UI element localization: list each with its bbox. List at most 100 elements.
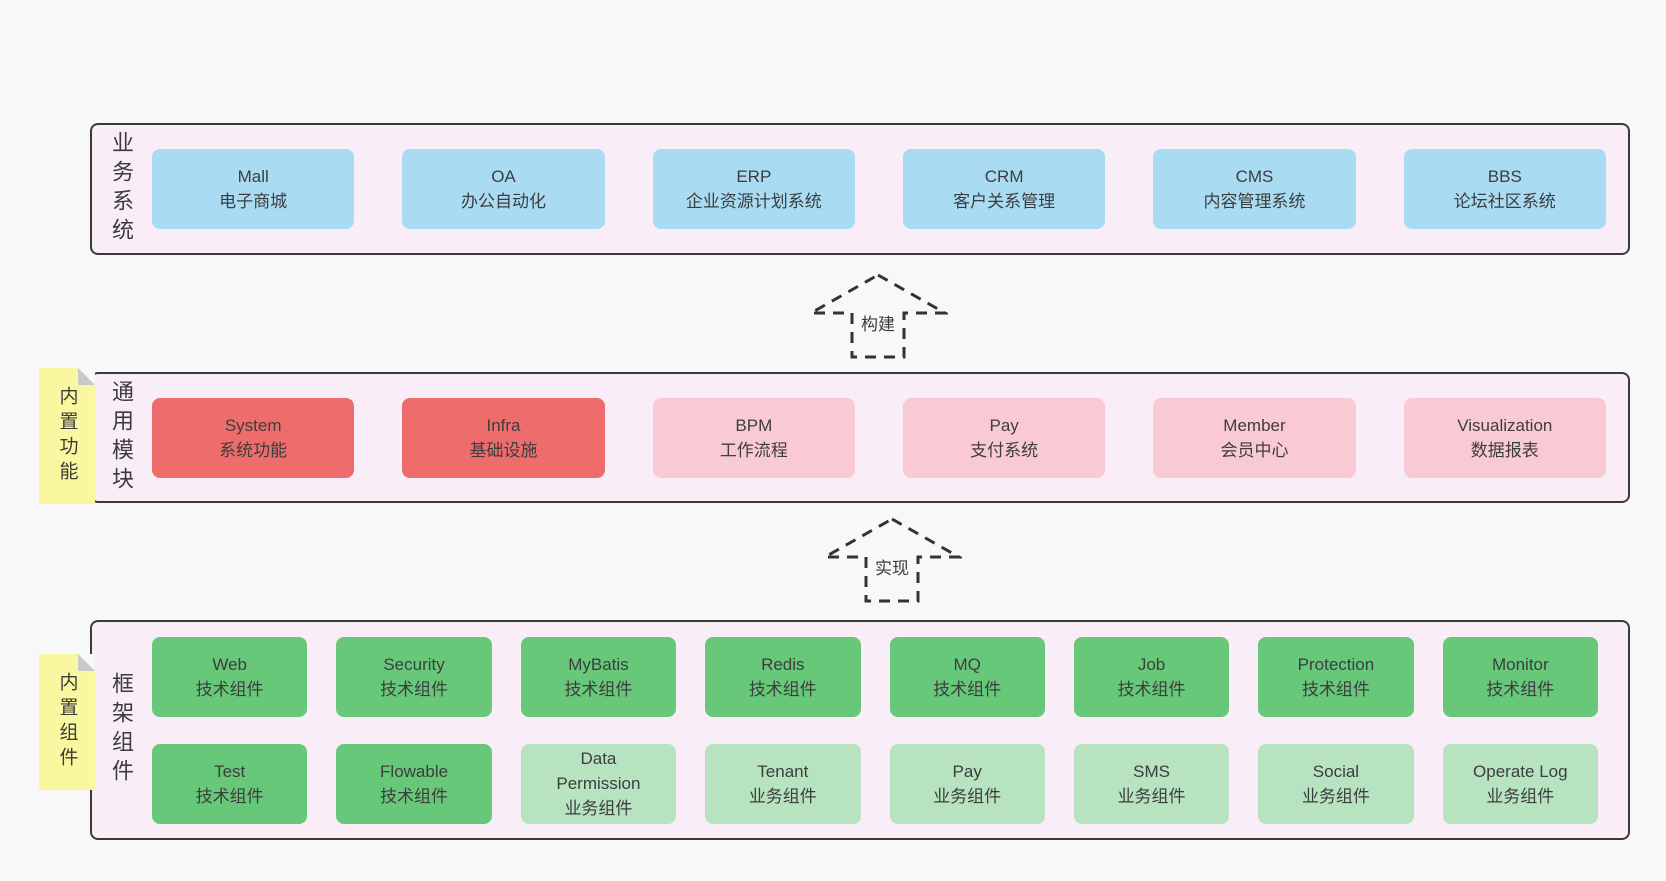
box-erp-name: ERP bbox=[736, 167, 772, 186]
box-job: Job 技术组件 bbox=[1073, 636, 1230, 717]
arrow-implement-label: 实现 bbox=[871, 554, 913, 579]
box-infra: Infra 基础设施 bbox=[402, 397, 605, 478]
arrow-implement-shape bbox=[819, 517, 965, 603]
band-business-systems-label-text: 业务系统 bbox=[109, 131, 134, 247]
box-member: Member 会员中心 bbox=[1153, 397, 1356, 478]
box-bbs: BBS 论坛社区系统 bbox=[1403, 149, 1606, 229]
box-test: Test 技术组件 bbox=[152, 743, 308, 824]
box-protection: Protection 技术组件 bbox=[1258, 636, 1414, 717]
box-cms-desc: 内容管理系统 bbox=[1203, 192, 1306, 211]
box-pay-component-name: Pay bbox=[952, 761, 982, 781]
sticky-built-in-components-text: 内置组件 bbox=[56, 672, 78, 772]
box-mq-desc: 技术组件 bbox=[933, 679, 1002, 699]
box-operate-log-name: Operate Log bbox=[1473, 761, 1568, 781]
box-crm: CRM 客户关系管理 bbox=[902, 149, 1106, 229]
box-mybatis-name: MyBatis bbox=[568, 654, 629, 674]
box-mq-name: MQ bbox=[953, 654, 981, 674]
box-pay-component-desc: 业务组件 bbox=[933, 786, 1002, 806]
box-pay: Pay 支付系统 bbox=[902, 397, 1106, 478]
box-monitor-name: Monitor bbox=[1491, 654, 1549, 674]
box-visualization: Visualization 数据报表 bbox=[1403, 397, 1606, 478]
box-redis: Redis 技术组件 bbox=[705, 636, 861, 717]
box-erp-desc: 企业资源计划系统 bbox=[685, 192, 822, 211]
box-operate-log-desc: 业务组件 bbox=[1486, 786, 1555, 806]
band-common-modules: 通用模块 System 系统功能 Infra 基础设施 BPM 工作流程 Pay… bbox=[90, 372, 1630, 503]
band-common-modules-label-text: 通用模块 bbox=[109, 379, 134, 496]
box-sms-desc: 业务组件 bbox=[1117, 786, 1186, 806]
box-pay-component: Pay 业务组件 bbox=[889, 743, 1045, 824]
box-operate-log: Operate Log 业务组件 bbox=[1442, 743, 1598, 824]
box-bpm: BPM 工作流程 bbox=[652, 397, 855, 478]
box-job-desc: 技术组件 bbox=[1117, 679, 1186, 699]
box-monitor: Monitor 技术组件 bbox=[1442, 636, 1598, 717]
box-redis-desc: 技术组件 bbox=[748, 679, 817, 699]
box-bbs-name: BBS bbox=[1487, 167, 1522, 186]
box-mybatis: MyBatis 技术组件 bbox=[520, 636, 677, 717]
box-member-name: Member bbox=[1223, 415, 1286, 435]
box-mall-name: Mall bbox=[237, 167, 269, 186]
sticky-built-in-components: 内置组件 bbox=[39, 654, 95, 790]
band-common-modules-label: 通用模块 bbox=[92, 374, 150, 501]
box-member-desc: 会员中心 bbox=[1220, 440, 1289, 460]
box-bpm-desc: 工作流程 bbox=[719, 440, 788, 460]
band-business-systems: 业务系统 Mall 电子商城 OA 办公自动化 ERP 企业资源计划系统 CRM… bbox=[90, 123, 1630, 255]
box-bbs-desc: 论坛社区系统 bbox=[1453, 192, 1556, 211]
box-cms: CMS 内容管理系统 bbox=[1153, 149, 1356, 229]
band-business-systems-row: Mall 电子商城 OA 办公自动化 ERP 企业资源计划系统 CRM 客户关系… bbox=[150, 125, 1628, 253]
box-protection-name: Protection bbox=[1297, 654, 1375, 674]
box-infra-desc: 基础设施 bbox=[469, 440, 538, 460]
band-framework-components-label-text: 框架组件 bbox=[109, 672, 134, 788]
box-web: Web 技术组件 bbox=[152, 636, 308, 717]
box-cms-name: CMS bbox=[1235, 167, 1274, 186]
box-oa: OA 办公自动化 bbox=[402, 149, 605, 229]
box-monitor-desc: 技术组件 bbox=[1486, 679, 1555, 699]
box-visualization-name: Visualization bbox=[1457, 415, 1553, 435]
box-oa-name: OA bbox=[491, 167, 516, 186]
box-crm-desc: 客户关系管理 bbox=[953, 192, 1056, 211]
box-test-name: Test bbox=[214, 761, 246, 781]
box-social-desc: 业务组件 bbox=[1301, 786, 1370, 806]
band-business-systems-label: 业务系统 bbox=[92, 125, 150, 253]
box-pay-desc: 支付系统 bbox=[970, 440, 1039, 460]
box-crm-name: CRM bbox=[984, 167, 1024, 186]
arrow-build-shape bbox=[805, 273, 951, 359]
box-tenant-desc: 业务组件 bbox=[748, 786, 817, 806]
arrow-implement: 实现 bbox=[819, 516, 965, 604]
box-test-desc: 技术组件 bbox=[195, 786, 264, 806]
box-sms-name: SMS bbox=[1133, 761, 1170, 781]
box-social: Social 业务组件 bbox=[1258, 743, 1414, 824]
sticky-built-in-features: 内置功能 bbox=[39, 368, 95, 504]
box-flowable: Flowable 技术组件 bbox=[336, 743, 492, 824]
box-data-permission-desc: 业务组件 bbox=[564, 799, 633, 818]
box-mybatis-desc: 技术组件 bbox=[564, 679, 633, 699]
box-pay-name: Pay bbox=[989, 415, 1019, 435]
band-common-modules-row: System 系统功能 Infra 基础设施 BPM 工作流程 Pay 支付系统… bbox=[150, 374, 1628, 501]
box-system-desc: 系统功能 bbox=[219, 440, 288, 460]
box-oa-desc: 办公自动化 bbox=[460, 192, 546, 211]
band-framework-components-label: 框架组件 bbox=[92, 622, 150, 838]
arrow-build: 构建 bbox=[805, 272, 951, 360]
box-infra-name: Infra bbox=[486, 415, 521, 435]
arrow-build-label: 构建 bbox=[857, 310, 899, 335]
box-tenant-name: Tenant bbox=[757, 761, 809, 781]
box-mall: Mall 电子商城 bbox=[152, 149, 355, 229]
box-sms: SMS 业务组件 bbox=[1073, 743, 1230, 824]
box-flowable-name: Flowable bbox=[380, 761, 449, 781]
box-system: System 系统功能 bbox=[152, 397, 355, 478]
components-row-2: Test 技术组件 Flowable 技术组件 Data Permission … bbox=[152, 743, 1598, 824]
sticky-built-in-features-text: 内置功能 bbox=[56, 386, 78, 486]
box-erp: ERP 企业资源计划系统 bbox=[652, 149, 855, 229]
box-web-name: Web bbox=[212, 654, 248, 674]
box-web-desc: 技术组件 bbox=[195, 679, 264, 699]
box-security: Security 技术组件 bbox=[336, 636, 492, 717]
box-flowable-desc: 技术组件 bbox=[380, 786, 449, 806]
box-protection-desc: 技术组件 bbox=[1301, 679, 1370, 699]
box-data-permission: Data Permission 业务组件 bbox=[520, 743, 677, 824]
band-framework-components: 框架组件 Web 技术组件 Security 技术组件 MyBatis 技术组件… bbox=[90, 620, 1630, 840]
box-data-permission-name: Data Permission bbox=[556, 749, 641, 793]
box-security-desc: 技术组件 bbox=[380, 679, 449, 699]
box-mall-desc: 电子商城 bbox=[219, 192, 288, 211]
band-framework-components-rows: Web 技术组件 Security 技术组件 MyBatis 技术组件 Redi… bbox=[150, 622, 1628, 838]
box-visualization-desc: 数据报表 bbox=[1470, 440, 1539, 460]
